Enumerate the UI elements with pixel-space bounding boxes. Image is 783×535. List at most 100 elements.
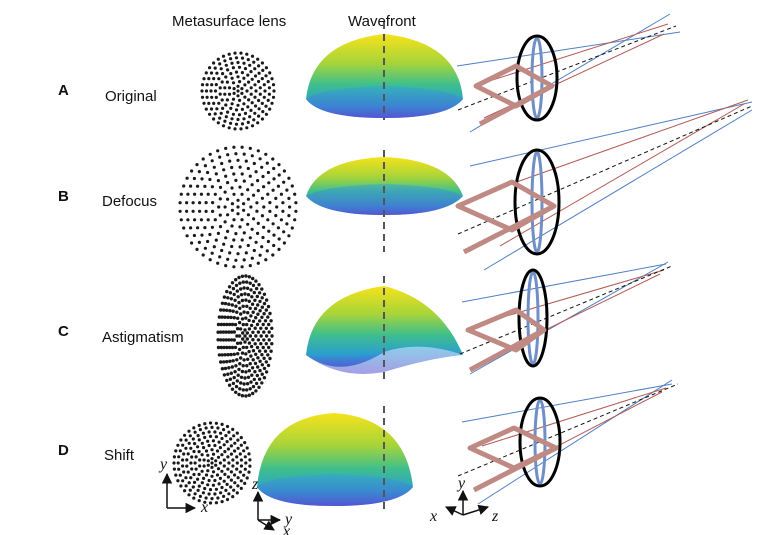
lens-nanopillar-dot [262, 338, 266, 342]
lens-nanopillar-dot [186, 452, 190, 456]
lens-nanopillar-dot [234, 278, 238, 282]
lens-nanopillar-dot [242, 310, 246, 314]
lens-axes: y x [158, 456, 208, 516]
lens-nanopillar-dot [261, 235, 265, 240]
lens-nanopillar-dot [219, 360, 223, 364]
lens-nanopillar-dot [264, 342, 268, 346]
lens-nanopillar-dot [198, 201, 202, 205]
lens-nanopillar-dot [226, 475, 230, 479]
lens-nanopillar-dot [206, 463, 210, 467]
lens-nanopillar-dot [264, 360, 268, 364]
lens-nanopillar-dot [240, 172, 244, 176]
lens-nanopillar-dot [246, 166, 250, 171]
lens-nanopillar-dot [237, 65, 242, 69]
lens-nanopillar-dot [208, 152, 212, 156]
lens-nanopillar-dot [243, 376, 247, 380]
lens-nanopillar-dot [243, 111, 248, 115]
lens-nanopillar-dot [230, 387, 235, 391]
lens-nanopillar-dot [268, 71, 272, 75]
lens-nanopillar-dot [240, 145, 244, 149]
lens-nanopillar-dot [242, 286, 246, 290]
lens-nanopillar-dot [238, 185, 242, 189]
lens-nanopillar-dot [209, 71, 214, 75]
lens-nanopillar-dot [227, 366, 231, 370]
lens-nanopillar-dot [234, 364, 238, 368]
lens-nanopillar-dot [255, 201, 259, 205]
lens-nanopillar-dot [222, 295, 227, 299]
lens-nanopillar-dot [234, 178, 238, 182]
lens-nanopillar-dot [192, 426, 196, 430]
lens-nanopillar-dot [231, 381, 236, 386]
lens-nanopillar-dot [270, 77, 274, 81]
lens-nanopillar-dot [224, 264, 228, 268]
lens-nanopillar-dot [227, 92, 232, 96]
lens-nanopillar-dot [216, 330, 220, 334]
lens-nanopillar-dot [216, 455, 221, 459]
lens-nanopillar-dot [229, 330, 234, 334]
lens-nanopillar-dot [267, 338, 271, 342]
lens-nanopillar-dot [236, 198, 240, 202]
lens-nanopillar-dot [254, 240, 258, 244]
lens-nanopillar-dot [253, 370, 257, 374]
lens-nanopillar-dot [252, 290, 256, 295]
lens-nanopillar-dot [226, 181, 230, 185]
lens-nanopillar-dot [223, 190, 227, 194]
lens-nanopillar-dot [225, 308, 229, 312]
lens-nanopillar-dot [264, 308, 268, 312]
lens-nanopillar-dot [196, 434, 200, 438]
lens-nanopillar-dot [201, 491, 205, 495]
lens-nanopillar-dot [238, 452, 242, 456]
lens-nanopillar-dot [285, 222, 289, 226]
lens-nanopillar-dot [254, 286, 259, 291]
lens-nanopillar-dot [213, 443, 217, 448]
lens-nanopillar-dot [231, 309, 235, 313]
lens-nanopillar-dot [203, 486, 207, 491]
lens-nanopillar-dot [221, 338, 226, 342]
lens-nanopillar-dot [246, 197, 250, 201]
lens-nanopillar-dot [217, 315, 222, 319]
lens-nanopillar-dot [195, 163, 199, 167]
lens-nanopillar-dot [260, 296, 264, 300]
lens-nanopillar-dot [217, 353, 222, 357]
lens-nanopillar-dot [256, 338, 261, 342]
lens-nanopillar-dot [214, 83, 218, 87]
lens-nanopillar-dot [200, 95, 205, 99]
lens-nanopillar-dot [189, 446, 193, 450]
lens-nanopillar-dot [253, 95, 257, 99]
lens-nanopillar-dot [200, 177, 204, 181]
lens-nanopillar-dot [225, 98, 229, 102]
lens-nanopillar-dot [207, 77, 211, 81]
lens-nanopillar-dot [238, 80, 242, 84]
lens-nanopillar-dot [191, 201, 195, 205]
lens-nanopillar-dot [232, 172, 236, 176]
lens-nanopillar-dot [230, 281, 235, 285]
lens-nanopillar-dot [223, 472, 227, 476]
lens-nanopillar-dot [230, 322, 235, 327]
lens-nanopillar-dot [178, 449, 182, 453]
lens-nanopillar-dot [229, 57, 233, 61]
lens-nanopillar-dot [260, 165, 264, 169]
lens-nanopillar-dot [229, 485, 233, 489]
lens-nanopillar-dot [248, 334, 253, 338]
lens-nanopillar-dot [214, 435, 218, 439]
lens-nanopillar-dot [224, 103, 228, 107]
lens-nanopillar-dot [206, 170, 210, 175]
lens-nanopillar-dot [208, 434, 213, 438]
lens-nanopillar-dot [184, 476, 188, 480]
lens-nanopillar-dot [236, 205, 240, 209]
lens-nanopillar-dot [176, 443, 180, 447]
lens-nanopillar-dot [247, 327, 252, 331]
lens-nanopillar-dot [236, 476, 240, 480]
lens-nanopillar-dot [247, 349, 251, 354]
lens-nanopillar-dot [240, 369, 245, 374]
lens-nanopillar-dot [250, 227, 254, 231]
lens-nanopillar-dot [230, 303, 234, 307]
lens-nanopillar-dot [218, 255, 222, 259]
lens-nanopillar-dot [210, 185, 214, 189]
lens-nanopillar-dot [258, 157, 262, 161]
lens-nanopillar-dot [239, 51, 243, 55]
lens-nanopillar-dot [190, 467, 194, 471]
lens-nanopillar-dot [222, 242, 226, 246]
lens-nanopillar-dot [198, 209, 202, 213]
lens-nanopillar-dot [230, 165, 234, 170]
